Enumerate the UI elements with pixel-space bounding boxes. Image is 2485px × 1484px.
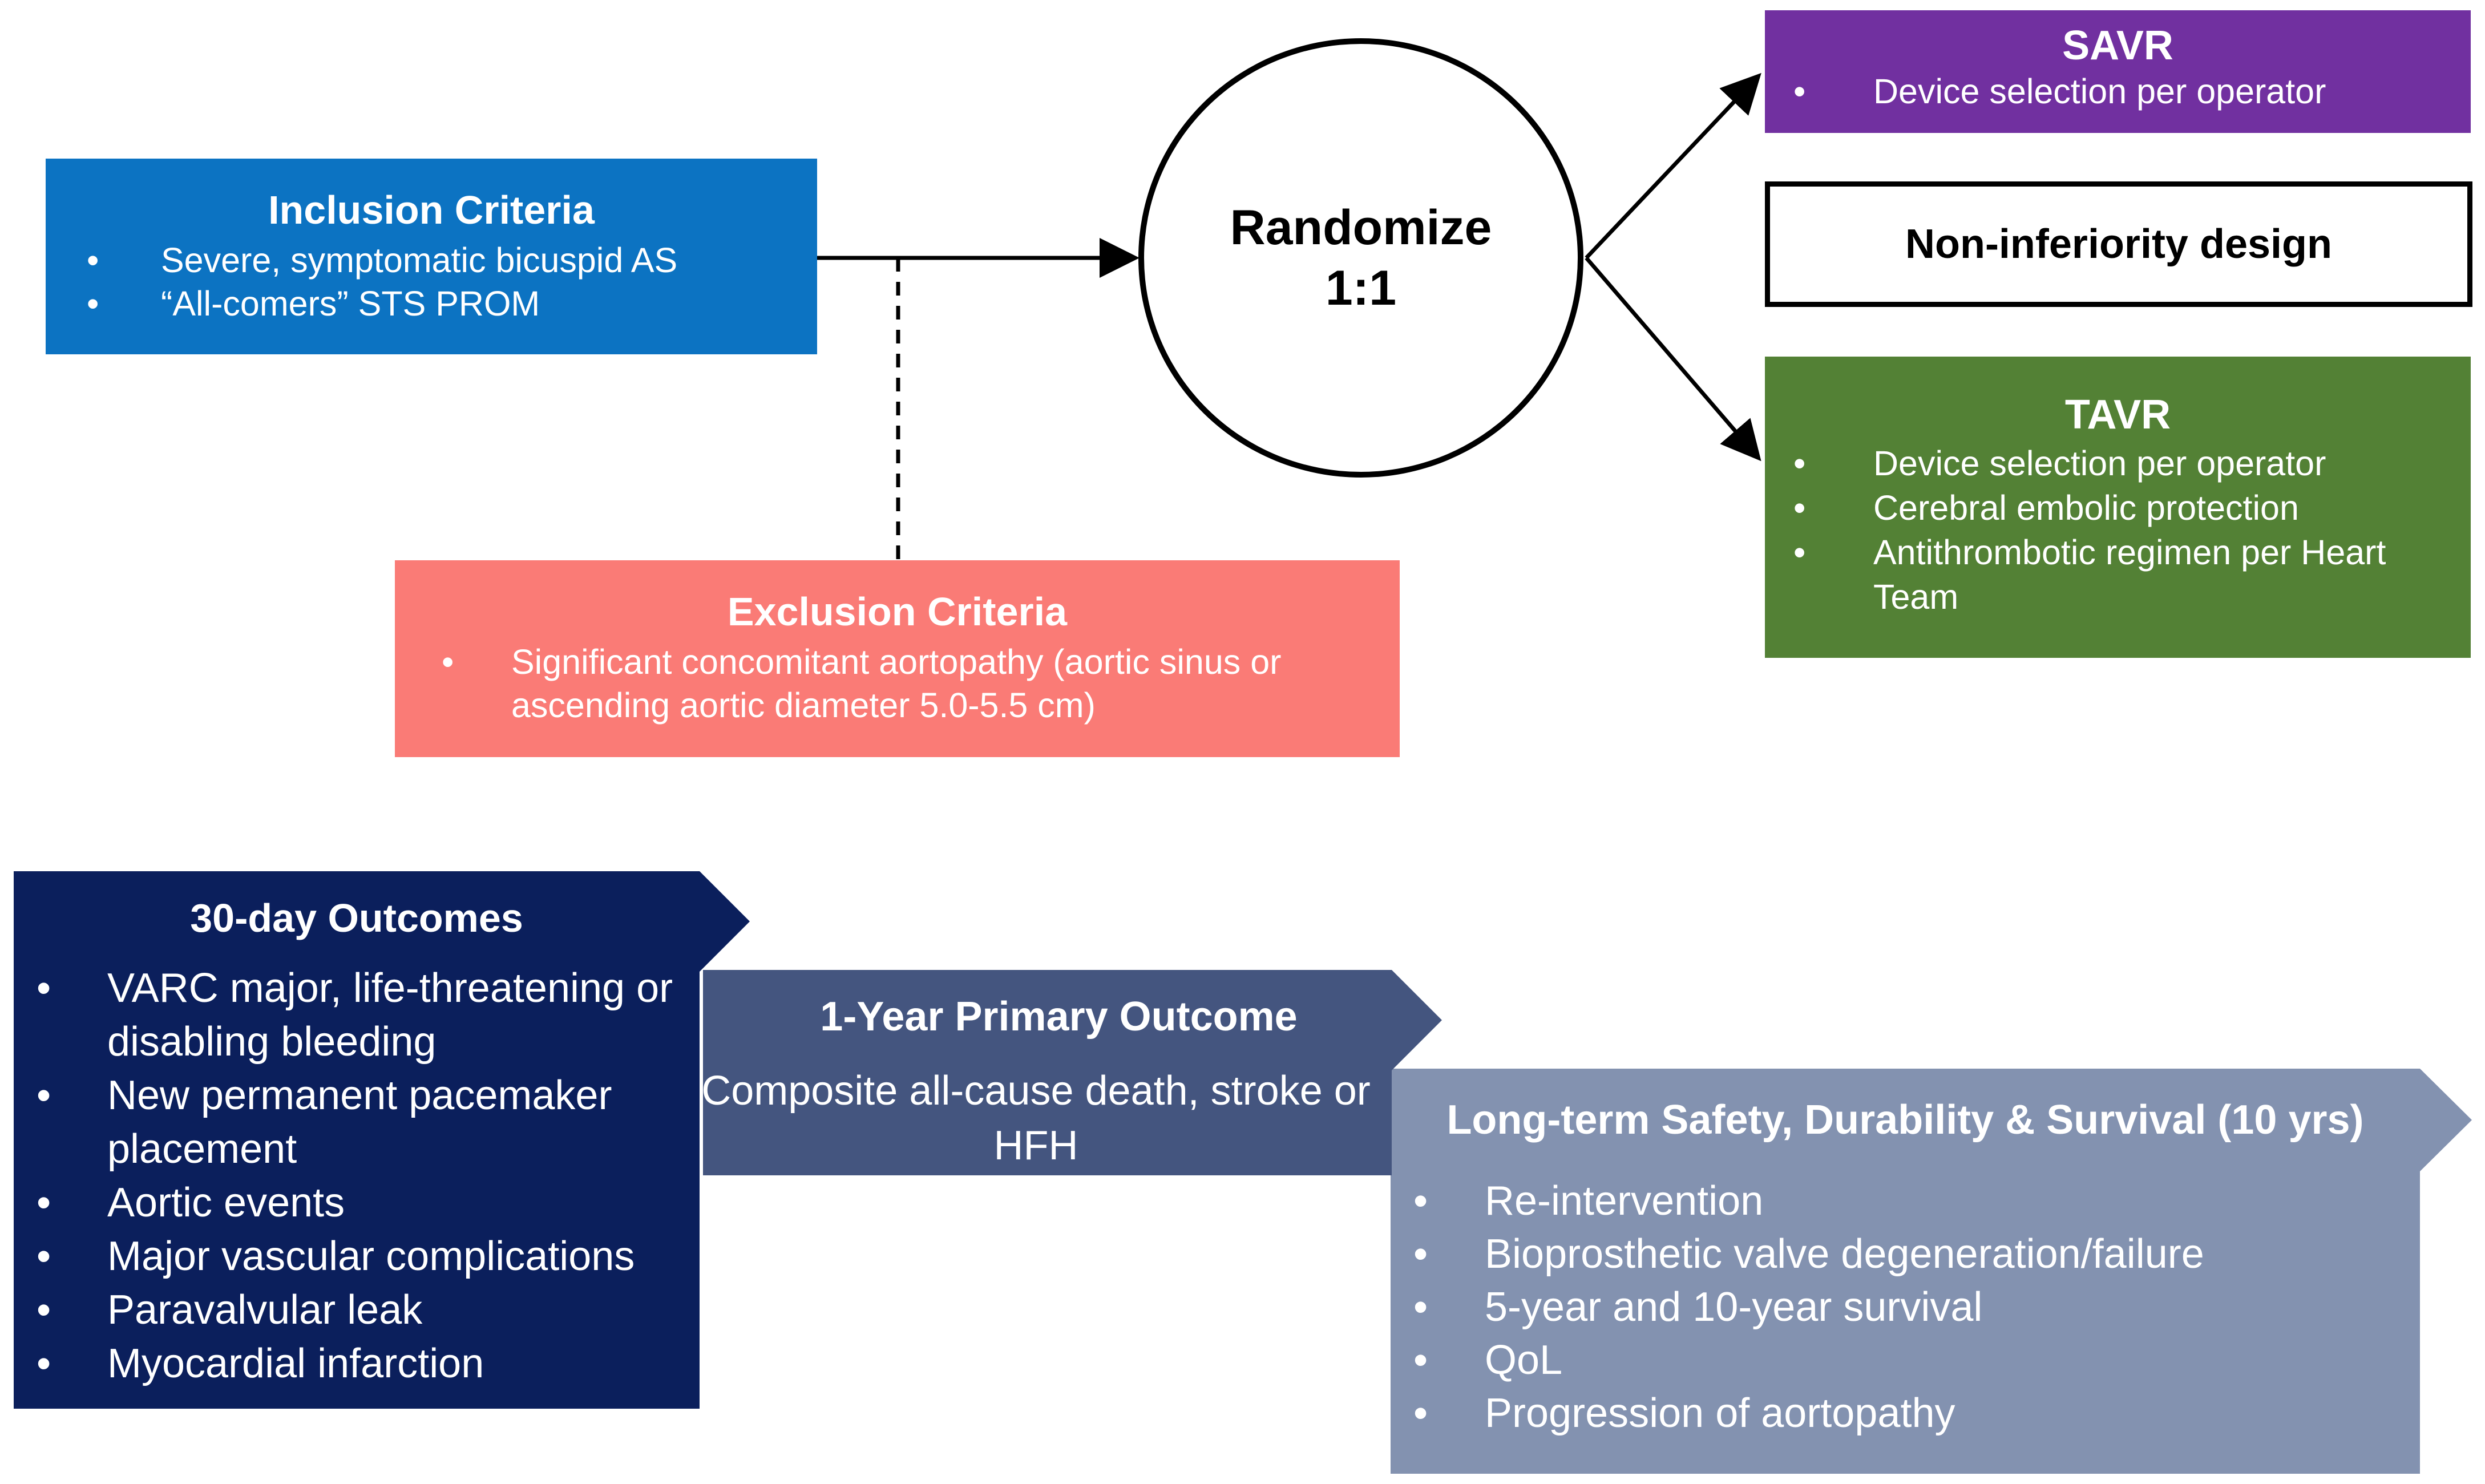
randomize-node: Randomize 1:1 xyxy=(1138,38,1583,478)
exclusion-criteria-list: •Significant concomitant aortopathy (aor… xyxy=(48,640,1377,727)
tavr-title: TAVR xyxy=(2064,392,2171,438)
bullet-icon: • xyxy=(37,1234,51,1279)
list-item: •QoL xyxy=(1391,1334,2472,1387)
bullet-icon: • xyxy=(1413,1231,1428,1277)
bullet-icon: • xyxy=(442,642,454,681)
randomize-label: Randomize xyxy=(1230,200,1492,255)
inclusion-criteria-list: •Severe, symptomatic bicuspid AS •“All-c… xyxy=(68,238,794,325)
primary-outcome-description: Composite all-cause death, stroke or HFH xyxy=(701,1068,1371,1168)
list-item: •5-year and 10-year survival xyxy=(1391,1281,2472,1334)
bullet-icon: • xyxy=(1413,1178,1428,1224)
list-item: •Paravalvular leak xyxy=(14,1283,700,1337)
bullet-icon: • xyxy=(1793,72,1806,111)
long-term-outcomes-box: Long-term Safety, Durability & Survival … xyxy=(1391,1069,2472,1474)
list-item: •Progression of aortopathy xyxy=(1391,1387,2472,1440)
list-item: •Device selection per operator xyxy=(1782,441,2454,486)
savr-title: SAVR xyxy=(2062,23,2173,68)
long-term-title: Long-term Safety, Durability & Survival … xyxy=(1446,1097,2364,1143)
bullet-icon: • xyxy=(87,241,99,280)
primary-outcome-title: 1-Year Primary Outcome xyxy=(820,994,1298,1040)
bullet-icon: • xyxy=(37,965,51,1011)
inclusion-criteria-box: Inclusion Criteria •Severe, symptomatic … xyxy=(46,159,817,354)
design-label: Non-inferiority design xyxy=(1905,221,2333,267)
exclusion-criteria-box: Exclusion Criteria •Significant concomit… xyxy=(395,560,1400,757)
list-item: •Significant concomitant aortopathy (aor… xyxy=(48,640,1377,727)
non-inferiority-design-box: Non-inferiority design xyxy=(1765,181,2472,307)
bullet-icon: • xyxy=(1413,1390,1428,1436)
bullet-icon: • xyxy=(1793,444,1806,483)
bullet-icon: • xyxy=(37,1341,51,1386)
list-item: •Re-intervention xyxy=(1391,1175,2472,1228)
bullet-icon: • xyxy=(1413,1337,1428,1383)
savr-arm-box: SAVR •Device selection per operator xyxy=(1765,10,2471,133)
list-item: •Myocardial infarction xyxy=(14,1337,700,1390)
bullet-icon: • xyxy=(37,1180,51,1226)
tavr-arm-box: TAVR •Device selection per operator •Cer… xyxy=(1765,357,2471,658)
thirty-day-outcomes-list: •VARC major, life-threatening or disabli… xyxy=(14,961,700,1390)
bullet-icon: • xyxy=(1793,488,1806,527)
long-term-list: •Re-intervention •Bioprosthetic valve de… xyxy=(1391,1175,2472,1440)
primary-outcome-box: 1-Year Primary Outcome Composite all-cau… xyxy=(703,970,1442,1175)
bullet-icon: • xyxy=(1793,533,1806,572)
list-item: •Bioprosthetic valve degeneration/failur… xyxy=(1391,1228,2472,1281)
randomize-ratio: 1:1 xyxy=(1325,261,1397,316)
list-item: •Cerebral embolic protection xyxy=(1782,486,2454,530)
list-item: •Severe, symptomatic bicuspid AS xyxy=(68,238,794,282)
exclusion-criteria-title: Exclusion Criteria xyxy=(727,589,1068,634)
inclusion-criteria-title: Inclusion Criteria xyxy=(268,188,595,232)
thirty-day-outcomes-title: 30-day Outcomes xyxy=(190,896,523,940)
randomize-to-tavr-arrow xyxy=(1585,256,1761,462)
savr-list: •Device selection per operator xyxy=(1782,70,2454,113)
bullet-icon: • xyxy=(87,284,99,323)
list-item: •New permanent pacemaker placement xyxy=(14,1069,700,1176)
bullet-icon: • xyxy=(37,1287,51,1333)
bullet-icon: • xyxy=(1413,1284,1428,1330)
list-item: •Major vascular complications xyxy=(14,1230,700,1283)
bullet-icon: • xyxy=(37,1073,51,1118)
list-item: •VARC major, life-threatening or disabli… xyxy=(14,961,700,1069)
list-item: •Aortic events xyxy=(14,1176,700,1230)
thirty-day-outcomes-box: 30-day Outcomes •VARC major, life-threat… xyxy=(14,871,750,1409)
list-item: •Device selection per operator xyxy=(1782,70,2454,113)
list-item: •“All-comers” STS PROM xyxy=(68,282,794,325)
list-item: •Antithrombotic regimen per Heart Team xyxy=(1782,530,2454,619)
randomize-to-savr-arrow xyxy=(1585,72,1761,260)
tavr-list: •Device selection per operator •Cerebral… xyxy=(1782,441,2454,619)
